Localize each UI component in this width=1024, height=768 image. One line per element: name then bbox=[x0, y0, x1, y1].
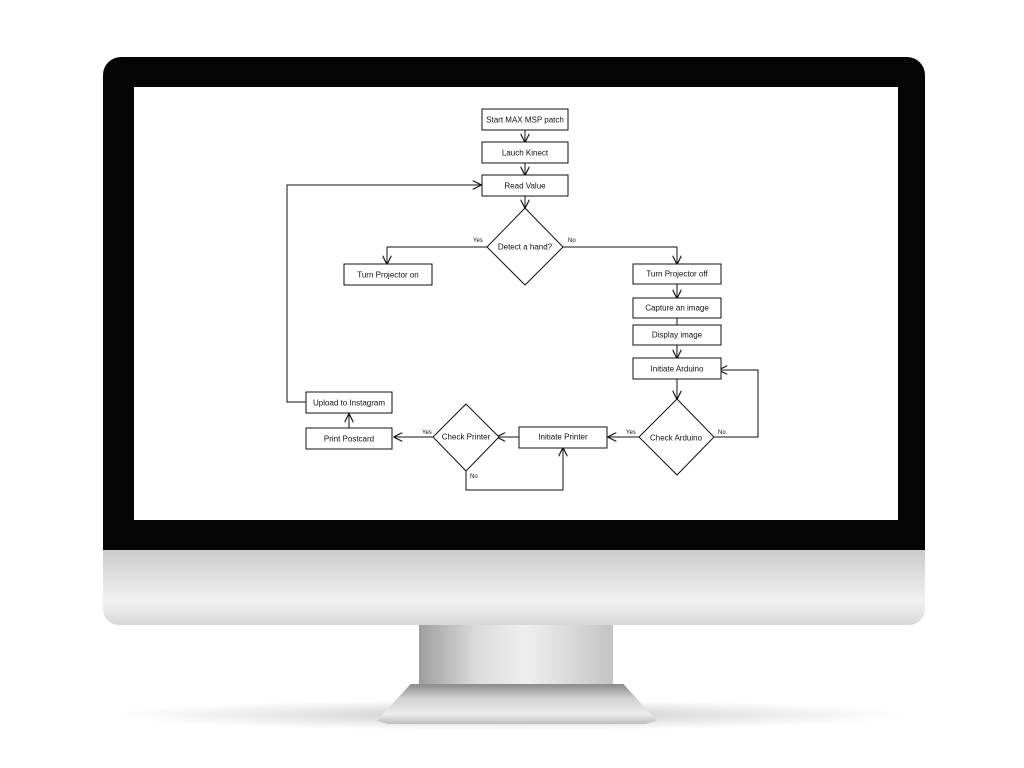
monitor-stand-neck bbox=[419, 625, 613, 687]
label-detect-no: No bbox=[568, 238, 576, 244]
monitor-chin bbox=[103, 548, 925, 625]
node-launch-kinect: Lauch Kinect bbox=[502, 149, 549, 158]
monitor-screen: Start MAX MSP patch Lauch Kinect Read Va… bbox=[134, 87, 898, 520]
label-check-arduino-no: No bbox=[718, 430, 726, 436]
node-print-postcard-box bbox=[305, 427, 393, 450]
node-projector-off-box bbox=[632, 263, 722, 285]
edge-detect-no bbox=[563, 246, 677, 264]
node-start-max-msp: Start MAX MSP patch bbox=[486, 116, 564, 125]
flowchart-shapes bbox=[305, 108, 722, 476]
monitor-stand-base bbox=[377, 684, 657, 724]
node-check-printer: Check Printer bbox=[442, 433, 491, 442]
node-capture-image: Capture an image bbox=[645, 304, 709, 313]
node-projector-on-box bbox=[343, 263, 433, 286]
node-initiate-printer: Initiate Printer bbox=[538, 433, 588, 442]
node-read-value-box bbox=[481, 174, 569, 197]
node-display-image: Display image bbox=[652, 331, 703, 340]
node-initiate-arduino-box bbox=[632, 357, 722, 380]
label-check-printer-yes: Yes bbox=[422, 430, 432, 436]
node-upload-instagram: Upload to Instagram bbox=[313, 399, 385, 408]
node-read-value: Read Value bbox=[504, 182, 546, 191]
flowchart-diagram: Start MAX MSP patch Lauch Kinect Read Va… bbox=[286, 108, 759, 491]
node-start-max-msp-box bbox=[481, 108, 569, 131]
node-launch-kinect-box bbox=[481, 141, 569, 164]
node-check-arduino-diamond bbox=[638, 398, 715, 476]
node-print-postcard: Print Postcard bbox=[324, 435, 374, 444]
label-check-arduino-yes: Yes bbox=[626, 430, 636, 436]
node-display-image-box bbox=[632, 324, 722, 346]
edge-check-arduino-no bbox=[714, 370, 759, 438]
edge-check-printer-no bbox=[465, 448, 563, 491]
label-check-printer-no: No bbox=[470, 474, 478, 480]
node-check-arduino: Check Arduino bbox=[650, 434, 703, 443]
node-detect-hand: Detect a hand? bbox=[498, 243, 553, 252]
flowchart-connectors bbox=[286, 130, 759, 491]
node-projector-off: Turn Projector off bbox=[646, 270, 708, 279]
node-upload-instagram-box bbox=[305, 391, 393, 414]
node-detect-hand-diamond bbox=[486, 207, 564, 286]
label-detect-yes: Yes bbox=[473, 238, 483, 244]
node-check-printer-diamond bbox=[432, 403, 500, 472]
edge-upload-to-read bbox=[286, 185, 481, 403]
node-capture-image-box bbox=[632, 297, 722, 319]
node-initiate-arduino: Initiate Arduino bbox=[651, 365, 704, 374]
node-projector-on: Turn Projector on bbox=[357, 271, 419, 280]
edge-detect-yes bbox=[387, 246, 487, 264]
node-initiate-printer-box bbox=[518, 426, 608, 449]
